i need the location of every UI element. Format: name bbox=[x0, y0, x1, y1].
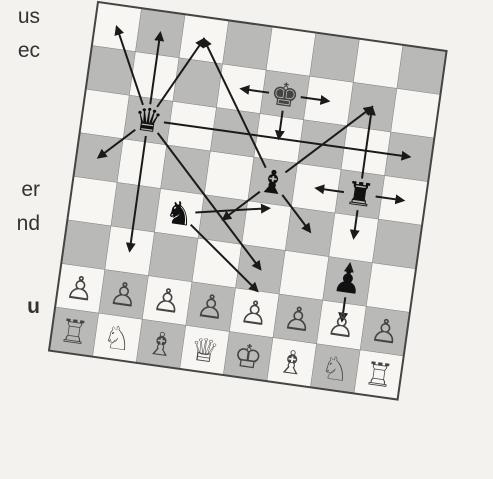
board-square bbox=[86, 46, 136, 96]
white-knight-g: ♘ bbox=[318, 348, 352, 390]
margin-text-line-1: us bbox=[0, 5, 40, 29]
white-pawn-e: ♙ bbox=[237, 292, 271, 334]
margin-text-line-5: u bbox=[0, 295, 40, 319]
black-bishop-piece: ♝ bbox=[256, 161, 290, 203]
white-pawn-c: ♙ bbox=[150, 280, 184, 322]
white-rook-h: ♖ bbox=[362, 354, 396, 396]
chess-diagram: ♚♛♝♜♞♟♙♙♙♙♙♙♙♙♖♘♗♕♔♗♘♖ bbox=[40, 0, 490, 474]
black-rook-piece: ♜ bbox=[343, 173, 377, 215]
white-bishop-f: ♗ bbox=[275, 342, 309, 384]
margin-text-line-3: er bbox=[0, 178, 40, 202]
board-square bbox=[304, 76, 354, 126]
board-square bbox=[285, 207, 335, 257]
board-group: ♚♛♝♜♞♟♙♙♙♙♙♙♙♙♖♘♗♕♔♗♘♖ bbox=[49, 2, 447, 400]
board-square bbox=[266, 26, 316, 76]
chess-board-svg: ♚♛♝♜♞♟♙♙♙♙♙♙♙♙♖♘♗♕♔♗♘♖ bbox=[40, 0, 490, 474]
board-square bbox=[223, 20, 273, 70]
black-king-piece: ♚ bbox=[268, 74, 302, 116]
white-pawn-g: ♙ bbox=[325, 304, 359, 346]
black-knight-piece: ♞ bbox=[163, 193, 197, 235]
margin-text-line-4: nd bbox=[0, 212, 40, 236]
margin-text-line-2: ec bbox=[0, 39, 40, 63]
white-pawn-b: ♙ bbox=[107, 274, 141, 316]
board-square bbox=[80, 89, 130, 139]
white-bishop-c: ♗ bbox=[144, 323, 178, 365]
board-square bbox=[67, 176, 117, 226]
board-square bbox=[204, 151, 254, 201]
board-square bbox=[353, 39, 403, 89]
white-pawn-f: ♙ bbox=[281, 298, 315, 340]
black-pawn-piece: ♟ bbox=[331, 261, 365, 303]
white-queen-d: ♕ bbox=[188, 329, 222, 371]
white-pawn-a: ♙ bbox=[63, 267, 97, 309]
white-pawn-d: ♙ bbox=[194, 286, 228, 328]
board-square bbox=[391, 88, 441, 138]
board-square bbox=[397, 45, 447, 95]
board-square bbox=[173, 58, 223, 108]
white-knight-b: ♘ bbox=[101, 317, 135, 359]
board-square bbox=[279, 250, 329, 300]
board-square bbox=[372, 219, 422, 269]
board-square bbox=[148, 232, 198, 282]
black-queen-piece: ♛ bbox=[131, 99, 165, 141]
board-square bbox=[366, 263, 416, 313]
board-square bbox=[310, 33, 360, 83]
board-square bbox=[192, 238, 242, 288]
board-square bbox=[61, 220, 111, 270]
white-king-e: ♔ bbox=[231, 336, 265, 378]
white-pawn-h: ♙ bbox=[368, 310, 402, 352]
white-rook-a: ♖ bbox=[57, 311, 91, 353]
